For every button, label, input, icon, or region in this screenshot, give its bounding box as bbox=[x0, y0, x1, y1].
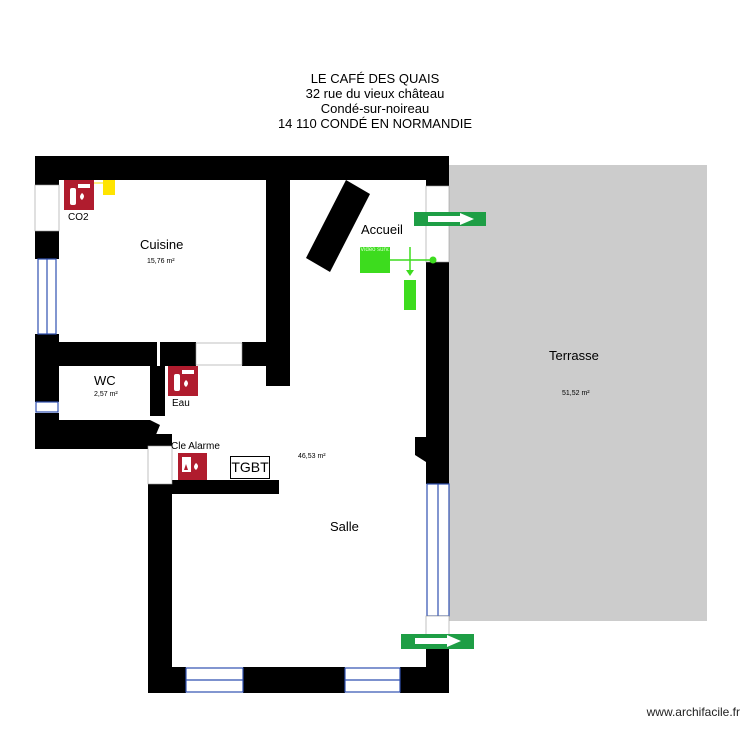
header-title: LE CAFÉ DES QUAIS bbox=[310, 71, 440, 86]
room-area-salle: 46,53 m² bbox=[298, 453, 326, 460]
room-label-terrasse: Terrasse bbox=[549, 348, 599, 363]
video-camera-icon bbox=[390, 247, 437, 310]
video-surveillance-label: Vidéo surv. bbox=[360, 247, 390, 273]
eau-label: Eau bbox=[172, 398, 190, 409]
windows bbox=[35, 258, 450, 693]
emergency-exit-arrow-icon bbox=[401, 634, 474, 649]
fire-extinguisher-icon bbox=[168, 366, 198, 396]
room-label-salle: Salle bbox=[330, 519, 359, 534]
room-label-cuisine: Cuisine bbox=[140, 237, 184, 252]
alarm-box bbox=[103, 180, 115, 195]
credit-watermark: www.archifacile.fr bbox=[646, 705, 740, 719]
emergency-exit-arrow-icon bbox=[414, 212, 486, 226]
header-town: Condé-sur-noireau bbox=[320, 101, 430, 116]
co2-label: CO2 bbox=[68, 212, 89, 223]
plan-header: LE CAFÉ DES QUAIS 32 rue du vieux châtea… bbox=[0, 71, 750, 131]
room-area-terrasse: 51,52 m² bbox=[562, 390, 590, 397]
tgbt-panel: TGBT bbox=[230, 456, 270, 479]
room-area-wc: 2,57 m² bbox=[94, 391, 118, 398]
header-postal: 14 110 CONDÉ EN NORMANDIE bbox=[277, 116, 473, 131]
room-label-accueil: Accueil bbox=[361, 222, 403, 237]
cle-alarme-label: Cle Alarme bbox=[171, 441, 220, 452]
fire-alarm-icon bbox=[178, 453, 207, 480]
walls bbox=[35, 156, 449, 693]
room-label-wc: WC bbox=[94, 373, 116, 388]
header-street: 32 rue du vieux château bbox=[305, 86, 445, 101]
room-area-cuisine: 15,76 m² bbox=[147, 258, 175, 265]
terrace-area bbox=[449, 165, 707, 621]
fire-extinguisher-icon bbox=[64, 180, 94, 210]
